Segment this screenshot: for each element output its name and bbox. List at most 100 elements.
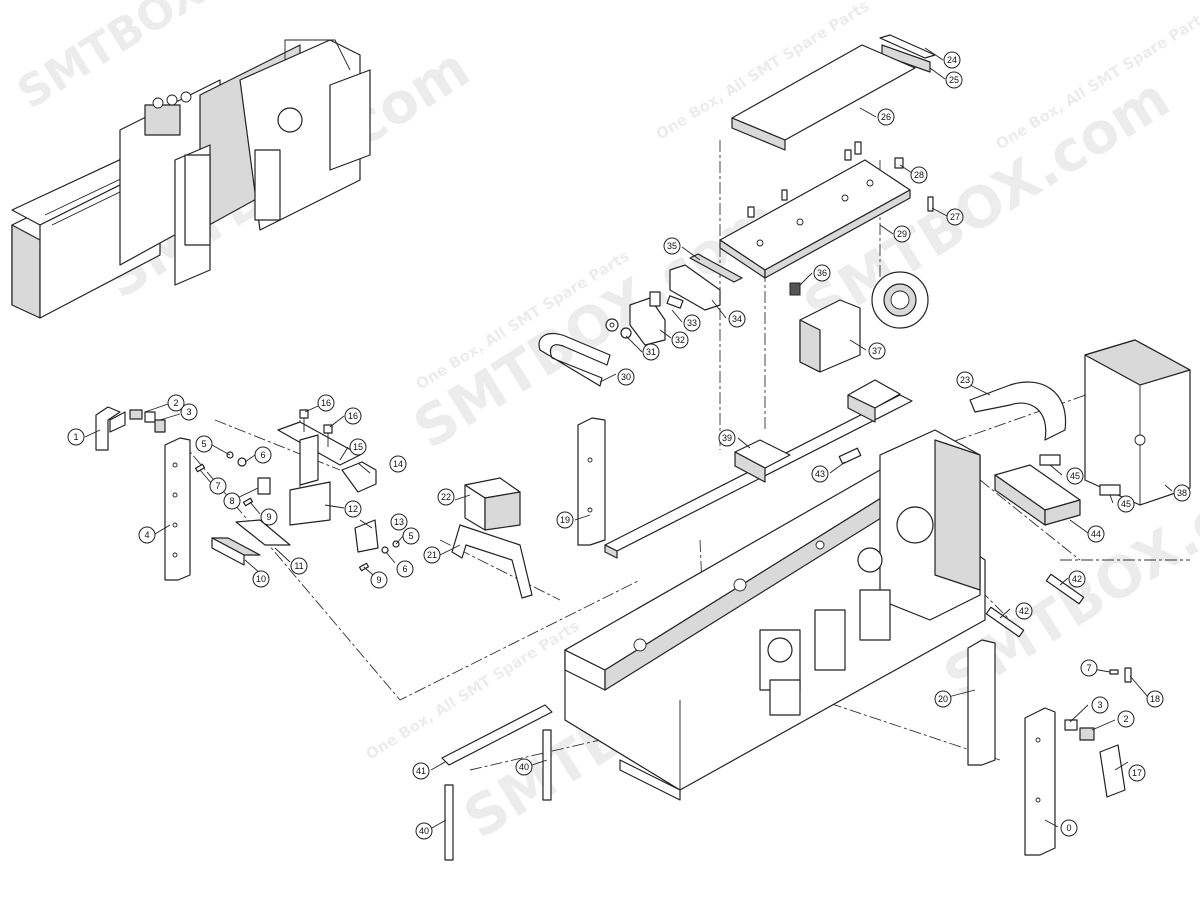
callout-28: 28 [910, 166, 928, 184]
svg-text:38: 38 [1177, 488, 1187, 498]
callout-39: 39 [718, 429, 736, 447]
part-switch [129, 409, 166, 433]
svg-text:8: 8 [229, 496, 234, 506]
svg-text:5: 5 [408, 531, 413, 541]
svg-text:28: 28 [914, 170, 924, 180]
callout-1: 1 [67, 428, 85, 446]
part-pin-42 [985, 573, 1085, 638]
main-frame-assembly [564, 429, 986, 801]
svg-text:16: 16 [348, 411, 358, 421]
callout-18: 18 [1146, 690, 1164, 708]
svg-text:33: 33 [687, 318, 697, 328]
svg-text:31: 31 [646, 347, 656, 357]
callout-40: 40 [415, 822, 433, 840]
svg-text:40: 40 [419, 826, 429, 836]
callout-44: 44 [1087, 525, 1105, 543]
svg-text:44: 44 [1091, 529, 1101, 539]
callout-27: 27 [946, 208, 964, 226]
callout-40: 40 [515, 758, 533, 776]
part-linear-rail [604, 379, 913, 559]
svg-text:6: 6 [402, 564, 407, 574]
svg-text:19: 19 [560, 515, 570, 525]
callout-7: 7 [209, 477, 227, 495]
svg-text:42: 42 [1072, 574, 1082, 584]
svg-text:14: 14 [393, 459, 403, 469]
callout-20: 20 [934, 690, 952, 708]
svg-text:27: 27 [950, 212, 960, 222]
part-u-handle-upper [538, 332, 611, 387]
callout-balloons: 1 2 3 4 5 6 7 8 9 10 11 12 13 14 15 16 1… [67, 51, 1191, 840]
svg-text:35: 35 [667, 241, 677, 251]
part-pin-43 [838, 447, 862, 465]
part-mount-hardware [605, 253, 743, 346]
svg-text:20: 20 [938, 694, 948, 704]
callout-16: 16 [344, 407, 362, 425]
part-cam-bracket [289, 481, 379, 553]
callout-3: 3 [180, 403, 198, 421]
svg-text:18: 18 [1150, 694, 1160, 704]
callout-22: 22 [437, 488, 455, 506]
callout-24: 24 [943, 51, 961, 69]
svg-text:17: 17 [1132, 768, 1142, 778]
svg-text:2: 2 [1123, 714, 1128, 724]
svg-text:26: 26 [881, 112, 891, 122]
svg-text:45: 45 [1070, 471, 1080, 481]
svg-text:16: 16 [321, 398, 331, 408]
callout-26: 26 [877, 108, 895, 126]
callout-45: 45 [1066, 467, 1084, 485]
part-top-plate [719, 159, 911, 279]
svg-text:23: 23 [960, 375, 970, 385]
callout-6: 6 [396, 560, 414, 578]
svg-text:37: 37 [872, 346, 882, 356]
callout-11: 11 [290, 557, 308, 575]
callout-45: 45 [1117, 495, 1135, 513]
callout-5: 5 [195, 435, 213, 453]
part-bearing-block [789, 271, 929, 373]
part-flat-plate [211, 519, 291, 566]
callout-0: 0 [1060, 819, 1078, 837]
svg-text:39: 39 [722, 433, 732, 443]
part-cover-tray [731, 44, 916, 151]
svg-text:4: 4 [144, 530, 149, 540]
svg-text:21: 21 [427, 550, 437, 560]
callout-41: 41 [412, 762, 430, 780]
callout-6: 6 [254, 446, 272, 464]
callout-19: 19 [556, 511, 574, 529]
svg-text:11: 11 [294, 561, 303, 571]
part-motor-cover [1084, 339, 1191, 506]
callout-43: 43 [811, 465, 829, 483]
callout-42: 42 [1068, 570, 1086, 588]
svg-text:32: 32 [675, 335, 685, 345]
callout-3: 3 [1091, 696, 1109, 714]
svg-text:9: 9 [266, 512, 271, 522]
part-u-handle-lower [451, 524, 533, 599]
svg-text:7: 7 [1086, 663, 1091, 673]
callout-8: 8 [223, 492, 241, 510]
callout-10: 10 [252, 570, 270, 588]
callout-23: 23 [956, 371, 974, 389]
callout-13: 13 [390, 513, 408, 531]
part-bracket [95, 406, 126, 451]
svg-text:9: 9 [376, 575, 381, 585]
callout-29: 29 [893, 225, 911, 243]
callout-9: 9 [260, 508, 278, 526]
assembled-unit [11, 39, 371, 319]
svg-text:22: 22 [441, 492, 451, 502]
callout-21: 21 [423, 546, 441, 564]
callout-34: 34 [728, 310, 746, 328]
svg-text:34: 34 [732, 314, 742, 324]
callout-4: 4 [138, 526, 156, 544]
callout-35: 35 [663, 237, 681, 255]
callout-14: 14 [389, 455, 407, 473]
callout-37: 37 [868, 342, 886, 360]
part-rail-bracket [277, 421, 377, 493]
callout-16: 16 [317, 394, 335, 412]
callout-31: 31 [642, 343, 660, 361]
svg-text:1: 1 [73, 432, 78, 442]
svg-text:15: 15 [353, 442, 363, 452]
callout-2: 2 [1117, 710, 1135, 728]
svg-text:45: 45 [1121, 499, 1131, 509]
svg-text:3: 3 [1097, 700, 1102, 710]
part-vertical-plate-left [164, 437, 191, 581]
svg-text:41: 41 [416, 766, 426, 776]
